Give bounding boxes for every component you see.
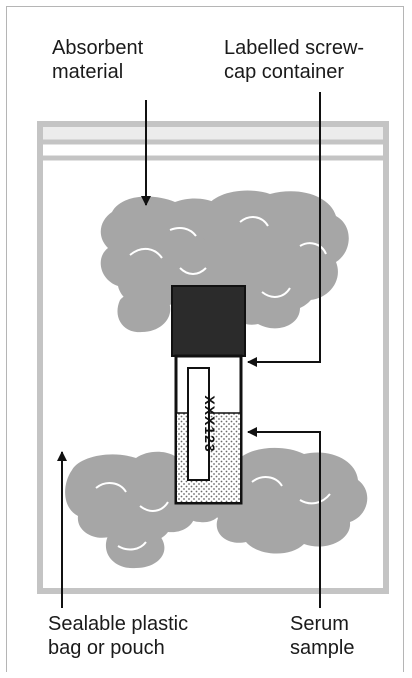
container-cap — [172, 286, 245, 356]
screw-cap-container: XXX123 — [172, 286, 245, 503]
bag-label: Sealable plastic bag or pouch — [48, 612, 188, 660]
container-label: Labelled screw- cap container — [224, 36, 364, 84]
container-label-text: XXX123 — [202, 395, 218, 452]
absorbent-material-label: Absorbent material — [52, 36, 143, 84]
serum-sample-label: Serum sample — [290, 612, 354, 660]
